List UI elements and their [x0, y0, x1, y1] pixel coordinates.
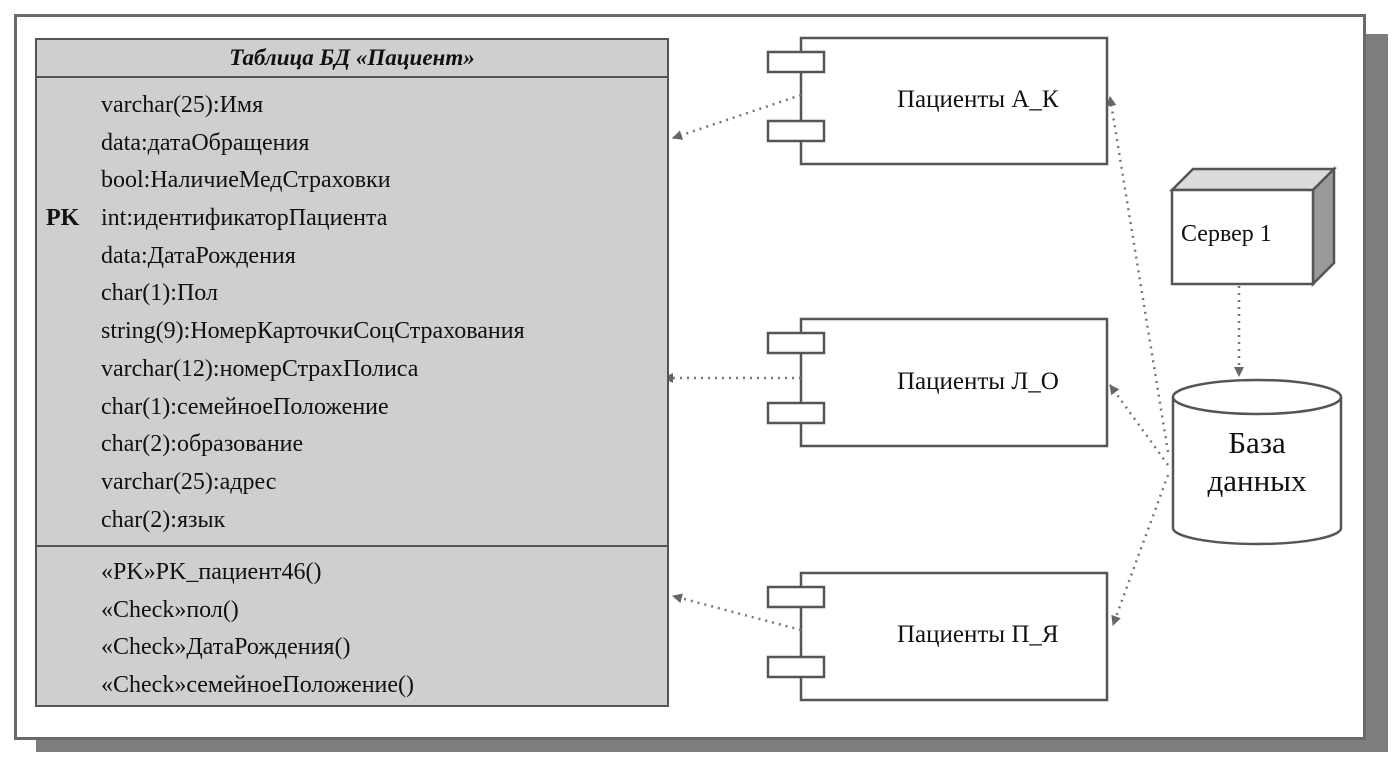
database-label-line2: данных [1207, 463, 1307, 498]
dependency-arrow-db-to-a-k [1106, 96, 1170, 453]
attribute-row: varchar(25):Имя [37, 87, 667, 125]
dependency-arrow-p-ya-to-table [672, 593, 802, 632]
operation-row: «PK»PK_пациент46() [37, 554, 667, 592]
attribute-row: bool:НаличиеМедСтраховки [37, 162, 667, 200]
operations-section: «PK»PK_пациент46() «Check»пол() «Check»Д… [37, 547, 667, 704]
attribute-row: char(2):язык [37, 502, 667, 540]
attribute-text: char(2):образование [101, 431, 304, 458]
server-label: Сервер 1 [1181, 221, 1272, 247]
attribute-text: varchar(25):адрес [101, 468, 277, 495]
attribute-row: PK int:идентификаторПациента [37, 200, 667, 238]
attribute-text: varchar(12):номерСтрахПолиса [101, 355, 419, 382]
attribute-text: bool:НаличиеМедСтраховки [101, 167, 391, 194]
operation-text: «Check»семейноеПоложение() [101, 671, 415, 698]
operation-row: «Check»семейноеПоложение() [37, 667, 667, 705]
attribute-row: varchar(12):номерСтрахПолиса [37, 351, 667, 389]
component-label-l-o: Пациенты Л_О [897, 368, 1059, 395]
component-l-o[interactable] [766, 317, 1109, 448]
operation-text: «Check»пол() [101, 596, 239, 623]
attribute-row: char(1):Пол [37, 275, 667, 313]
dependency-arrow-db-to-p-ya [1111, 474, 1170, 626]
attribute-row: data:ДатаРождения [37, 238, 667, 276]
attribute-text: varchar(25):Имя [101, 92, 264, 118]
database-cylinder[interactable] [1171, 378, 1343, 546]
operation-text: «Check»ДатаРождения() [101, 634, 351, 660]
attribute-row: string(9):НомерКарточкиСоцСтрахования [37, 313, 667, 351]
attribute-text: char(1):Пол [101, 280, 218, 307]
component-p-ya[interactable] [766, 571, 1109, 702]
operation-row: «Check»ДатаРождения() [37, 629, 667, 667]
attribute-text: char(2):язык [101, 506, 226, 533]
dependency-arrow-a-k-to-table [672, 93, 802, 140]
table-title: Таблица БД «Пациент» [37, 40, 667, 78]
operation-text: «PK»PK_пациент46() [101, 559, 322, 585]
attribute-text: int:идентификаторПациента [101, 205, 388, 232]
operation-row: «Check»пол() [37, 592, 667, 630]
database-label-line1: База [1228, 425, 1286, 460]
component-a-k[interactable] [766, 36, 1109, 166]
attribute-text: data:датаОбращения [101, 129, 310, 156]
attribute-text: string(9):НомерКарточкиСоцСтрахования [101, 318, 525, 345]
primary-key-marker: PK [46, 205, 80, 232]
server-node[interactable] [1168, 165, 1338, 288]
attribute-row: data:датаОбращения [37, 125, 667, 163]
component-label-a-k: Пациенты А_К [897, 86, 1059, 113]
attribute-row: char(2):образование [37, 426, 667, 464]
component-label-p-ya: Пациенты П_Я [897, 621, 1059, 648]
attribute-row: varchar(25):адрес [37, 464, 667, 502]
dependency-arrow-db-to-l-o [1108, 384, 1170, 466]
attribute-text: char(1):семейноеПоложение [101, 393, 389, 420]
patient-table[interactable]: Таблица БД «Пациент» varchar(25):Имя dat… [35, 38, 669, 707]
attribute-text: data:ДатаРождения [101, 242, 296, 269]
attributes-section: varchar(25):Имя data:датаОбращения bool:… [37, 78, 667, 547]
attribute-row: char(1):семейноеПоложение [37, 389, 667, 427]
